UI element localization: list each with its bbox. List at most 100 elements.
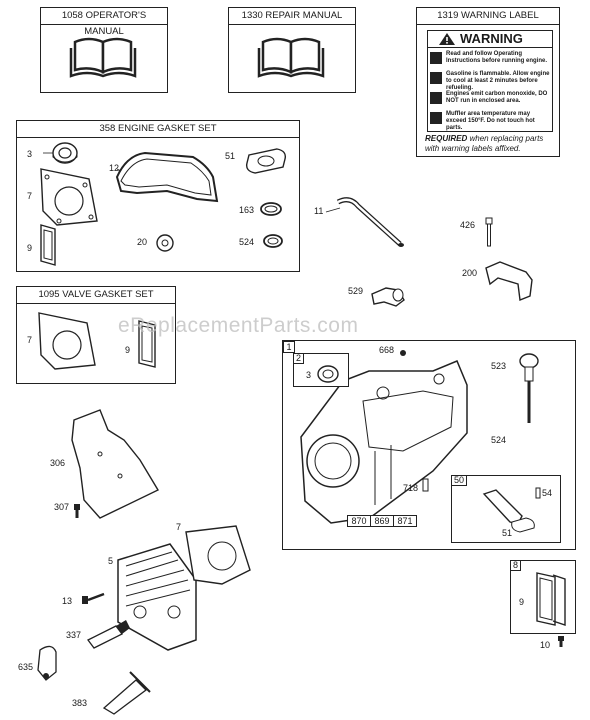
bolt-icon: [400, 350, 406, 356]
spark-plug-icon: [87, 620, 130, 649]
hot-surface-icon: [430, 112, 442, 124]
required-text: when replacing parts with warning labels…: [425, 134, 544, 153]
warning-line-3: Engines emit carbon monoxide, DO NOT run…: [430, 90, 550, 108]
engine-gasket-set-box[interactable]: 358 ENGINE GASKET SET: [16, 120, 300, 272]
warning-header-text: WARNING: [460, 31, 523, 46]
operators-manual-title: 1058 OPERATOR'S MANUAL: [41, 8, 167, 37]
callout-20: 20: [137, 237, 148, 247]
seal-subassembly-box[interactable]: 2 3: [293, 353, 349, 387]
seal-ring-icon: [52, 142, 78, 164]
head-gasket-icon: [185, 525, 251, 585]
bolt-icon: [82, 592, 105, 604]
subassembly-number-2: 2: [293, 353, 304, 364]
head-gasket-icon: [40, 168, 98, 226]
repair-manual-title: 1330 REPAIR MANUAL: [229, 8, 355, 25]
callout-54: 54: [542, 488, 553, 498]
callout-7: 7: [176, 522, 182, 532]
repair-manual-box[interactable]: 1330 REPAIR MANUAL: [228, 7, 356, 93]
callout-306: 306: [50, 458, 66, 468]
engine-gasket-drawing: [40, 142, 287, 266]
o-ring-icon: [260, 202, 282, 216]
valve-cover-gasket-icon: [536, 572, 566, 626]
valve-gasket-set-title: 1095 VALVE GASKET SET: [17, 287, 175, 304]
crankcase-assembly-box[interactable]: 1 2 3 668 523 524 718 870 869 871 50 54: [282, 340, 576, 550]
valve-gasket-drawing: [38, 312, 156, 370]
warning-triangle-icon: [439, 33, 455, 45]
warning-line-2: Gasoline is flammable. Allow engine to c…: [430, 70, 550, 91]
warning-line-1: Read and follow Operating Instructions b…: [430, 50, 550, 68]
subassembly-number-8: 8: [510, 560, 521, 571]
valve-cover-gasket-icon: [138, 320, 156, 368]
callout-9: 9: [519, 597, 525, 607]
screw-icon: [74, 504, 80, 518]
spark-plug-wrench-icon: [102, 671, 151, 715]
operators-manual-box[interactable]: 1058 OPERATOR'S MANUAL: [40, 7, 168, 93]
valve-gasket-set-box[interactable]: 1095 VALVE GASKET SET 7 9: [16, 286, 176, 384]
warning-label-box[interactable]: 1319 WARNING LABEL WARNING Read and foll…: [416, 7, 560, 157]
warning-header: WARNING: [428, 31, 552, 48]
callout-869: 869: [370, 515, 394, 527]
callout-426: 426: [460, 220, 476, 230]
head-gasket-icon: [38, 312, 96, 370]
assembly-number-1: 1: [283, 341, 295, 353]
breather-tube-icon: [336, 197, 404, 247]
throttle-bracket-icon: [485, 261, 533, 301]
warning-sticker: WARNING Read and follow Operating Instru…: [427, 30, 553, 132]
engine-gasket-set-title: 358 ENGINE GASKET SET: [17, 121, 299, 138]
flange-gasket-icon: [245, 148, 287, 174]
callout-524: 524: [491, 435, 507, 445]
warning-line-text: Muffler area temperature may exceed 150°…: [446, 111, 535, 131]
book-icon: [257, 37, 325, 78]
callout-635: 635: [18, 662, 34, 672]
crankcase-gasket-icon: [115, 151, 219, 203]
callout-871: 871: [393, 515, 417, 527]
crankcase-drawing: [300, 350, 539, 524]
callout-7: 7: [27, 335, 33, 345]
callout-11: 11: [314, 206, 324, 216]
callout-12: 12: [109, 163, 120, 173]
callout-307: 307: [54, 502, 70, 512]
callout-529: 529: [348, 286, 364, 296]
flame-icon: [430, 72, 442, 84]
dipstick-icon: [519, 353, 539, 423]
callout-7: 7: [27, 191, 33, 201]
warning-lines: Read and follow Operating Instructions b…: [430, 49, 550, 131]
valve-cover-subassembly-box[interactable]: 8 9: [510, 560, 576, 634]
warning-line-text: Read and follow Operating Instructions b…: [446, 51, 548, 64]
governor-subassembly-box[interactable]: 50 54 51: [451, 475, 561, 543]
crankcase-icon: [300, 360, 468, 524]
callout-3: 3: [306, 370, 312, 380]
callout-337: 337: [66, 630, 82, 640]
callout-163: 163: [239, 205, 255, 215]
spark-plug-boot-icon: [37, 645, 57, 681]
callout-9: 9: [27, 243, 33, 253]
screw-icon: [485, 217, 493, 247]
warning-line-4: Muffler area temperature may exceed 150°…: [430, 110, 550, 131]
bearing-icon: [156, 234, 174, 252]
callout-5: 5: [108, 556, 114, 566]
callout-383: 383: [72, 698, 88, 708]
subassembly-number-50: 50: [451, 475, 467, 486]
warning-line-text: Gasoline is flammable. Allow engine to c…: [446, 71, 550, 91]
callout-51: 51: [225, 151, 236, 161]
air-guide-shroud-icon: [71, 409, 159, 519]
seal-ring-icon: [317, 365, 339, 383]
book-icon: [69, 37, 137, 78]
elbow-fitting-icon: [371, 287, 405, 307]
callout-718: 718: [403, 483, 419, 493]
warning-line-text: Engines emit carbon monoxide, DO NOT run…: [446, 91, 548, 104]
callout-870: 870: [347, 515, 371, 527]
callout-10: 10: [540, 640, 551, 650]
o-ring-icon: [263, 234, 283, 248]
callout-200: 200: [462, 268, 478, 278]
callout-13: 13: [62, 596, 73, 606]
callout-523: 523: [491, 361, 507, 371]
warning-label-title: 1319 WARNING LABEL: [417, 8, 559, 25]
governor-arm-icon: [482, 487, 541, 533]
callout-9: 9: [125, 345, 131, 355]
required-note: REQUIRED when replacing parts with warni…: [425, 134, 553, 154]
callout-524: 524: [239, 237, 255, 247]
